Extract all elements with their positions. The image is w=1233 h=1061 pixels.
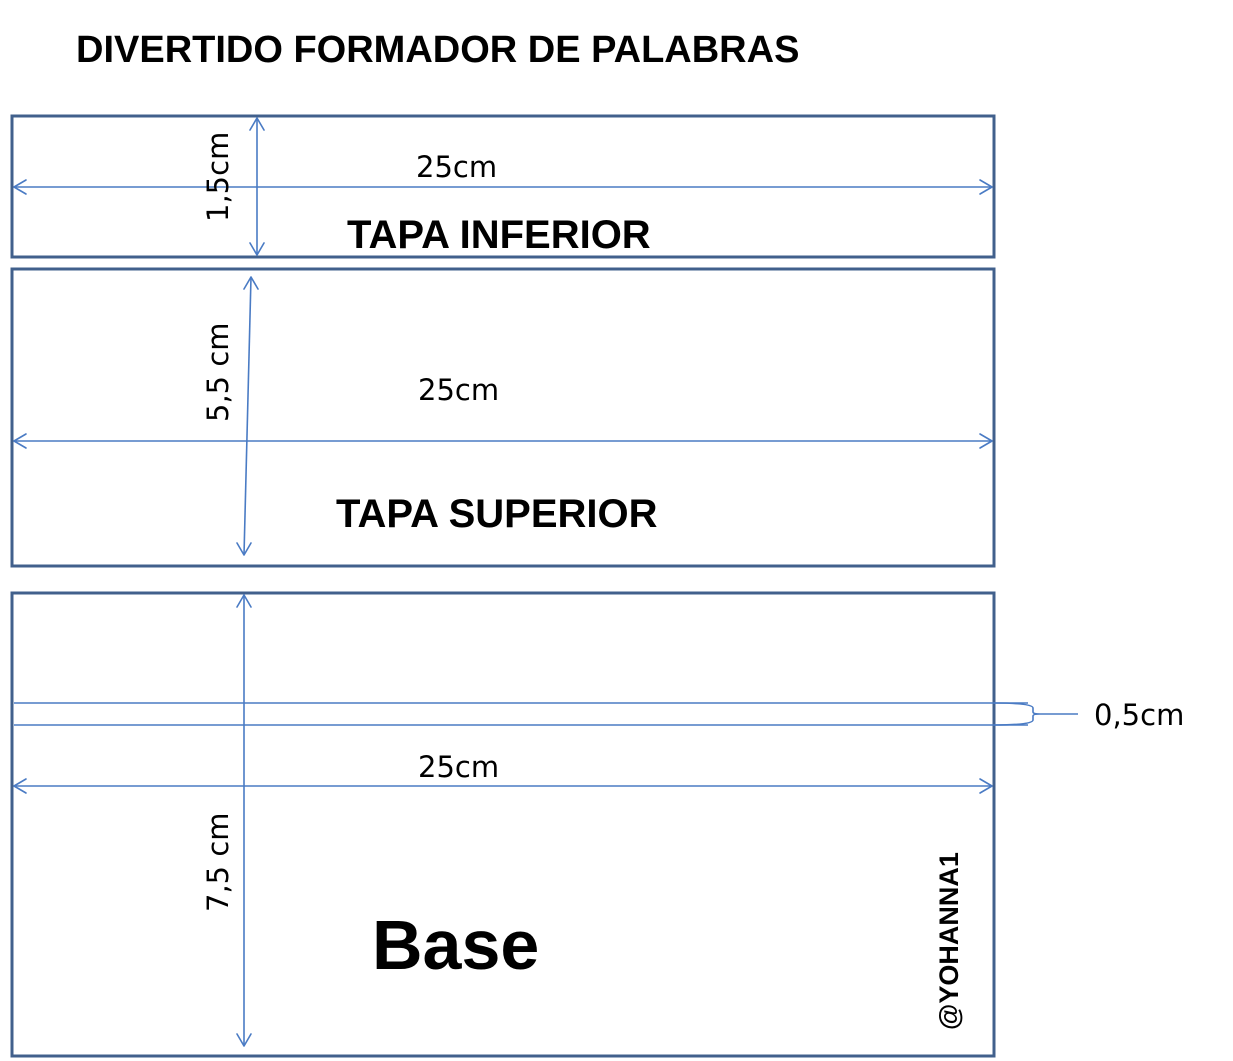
arrowhead-right-icon [979, 179, 993, 195]
arrowhead-down-icon [249, 242, 265, 256]
tapa-inferior-height-label: 1,5cm [201, 132, 235, 222]
tapa-inferior-outline [10, 114, 996, 259]
arrowhead-left-icon [13, 433, 27, 449]
author-signature: @YOHANNA1 [934, 852, 964, 1030]
tapa-superior-width-label: 25cm [418, 373, 499, 407]
arrowhead-down-icon [236, 1033, 252, 1047]
base-slot-label: 0,5cm [1094, 698, 1184, 732]
arrowhead-down-icon [236, 542, 252, 556]
arrowhead-right-icon [979, 778, 993, 794]
tapa-inferior-label: TAPA INFERIOR [347, 213, 651, 257]
base-height-label: 7,5 cm [201, 812, 235, 912]
diagram-title: DIVERTIDO FORMADOR DE PALABRAS [76, 29, 799, 71]
tapa-superior-height-label: 5,5 cm [201, 322, 235, 422]
arrowhead-up-icon [249, 117, 265, 131]
tapa-superior-outline [10, 267, 996, 568]
base-outline [10, 591, 996, 1058]
tapa-superior-label: TAPA SUPERIOR [336, 492, 658, 536]
base-slot-brace-icon [993, 702, 1078, 726]
panel-base: 0,5cm 25cm 7,5 cm Base @YOHANNA1 [10, 591, 1184, 1058]
arrowhead-left-icon [13, 179, 27, 195]
panel-tapa-inferior: 25cm 1,5cm TAPA INFERIOR [10, 114, 996, 259]
arrowhead-up-icon [243, 276, 259, 290]
tapa-inferior-width-label: 25cm [416, 150, 497, 184]
arrowhead-up-icon [236, 594, 252, 608]
tapa-superior-height-dimension-line [243, 276, 252, 556]
base-width-label: 25cm [418, 750, 499, 784]
panel-tapa-superior: 25cm 5,5 cm TAPA SUPERIOR [10, 267, 996, 568]
arrowhead-right-icon [979, 433, 993, 449]
base-label: Base [372, 906, 539, 984]
arrowhead-left-icon [13, 778, 27, 794]
